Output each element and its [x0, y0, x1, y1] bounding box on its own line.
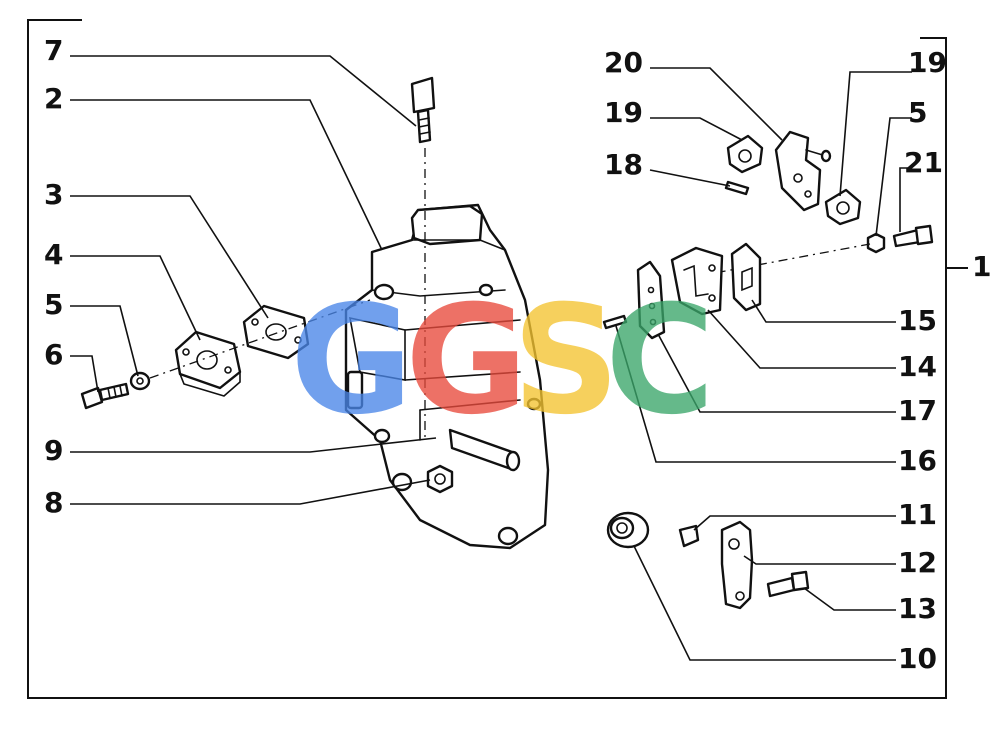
part-9-shaft: [448, 428, 521, 472]
part-18-pin: [724, 180, 750, 196]
callout-4: 4: [44, 238, 63, 271]
part-19-clip-left: [726, 134, 764, 174]
callout-5-left: 5: [44, 288, 63, 321]
part-13-screw: [766, 570, 810, 598]
callout-labels: 7 2 3 4 5 6 9 8 20 19 18 19 5 21 1 15 14…: [44, 34, 991, 675]
part-11-key: [678, 524, 700, 548]
part-8-nut: [426, 464, 454, 494]
part-7-bolt: [410, 76, 436, 440]
part-20-lever: [774, 130, 832, 212]
callout-3: 3: [44, 178, 63, 211]
part-17-plate: [636, 260, 666, 340]
callout-9: 9: [44, 434, 63, 467]
callout-6: 6: [44, 338, 63, 371]
callout-18: 18: [604, 148, 643, 181]
callout-17: 17: [898, 394, 937, 427]
part-6-screw: [80, 382, 130, 410]
callout-19-right: 19: [908, 46, 947, 79]
part-4-flange: [174, 330, 242, 397]
diagram-frame: [27, 19, 968, 699]
callout-19-left: 19: [604, 96, 643, 129]
part-14-plate: [670, 246, 724, 316]
callout-12: 12: [898, 546, 937, 579]
callout-14: 14: [898, 350, 937, 383]
callout-11: 11: [898, 498, 937, 531]
ggsc-watermark: G G S C: [290, 274, 715, 448]
callout-7: 7: [44, 34, 63, 67]
watermark-letter: G: [290, 274, 413, 448]
part-16-pin: [602, 314, 628, 330]
watermark-letter: G: [405, 274, 528, 448]
part-19-clip-right: [824, 188, 862, 226]
callout-10: 10: [898, 642, 937, 675]
callout-20: 20: [604, 46, 643, 79]
callout-2: 2: [44, 82, 63, 115]
watermark-letter: S: [512, 274, 620, 448]
watermark-letter: C: [605, 274, 715, 448]
part-21-screw: [892, 224, 934, 248]
leader-lines: [70, 55, 912, 661]
part-15-block: [730, 242, 762, 312]
part-3-gasket: [242, 304, 310, 360]
part-12-lever: [720, 520, 754, 610]
part-5-washer-left: [129, 371, 151, 391]
assembly-axis-left: [149, 299, 371, 379]
part-5-nut-right: [866, 232, 886, 254]
callout-21: 21: [904, 146, 943, 179]
part-10-bearing: [606, 511, 650, 549]
callout-15: 15: [898, 304, 937, 337]
callout-1: 1: [972, 250, 991, 283]
callout-8: 8: [44, 486, 63, 519]
callout-13: 13: [898, 592, 937, 625]
callout-16: 16: [898, 444, 937, 477]
callout-5-right: 5: [908, 96, 927, 129]
